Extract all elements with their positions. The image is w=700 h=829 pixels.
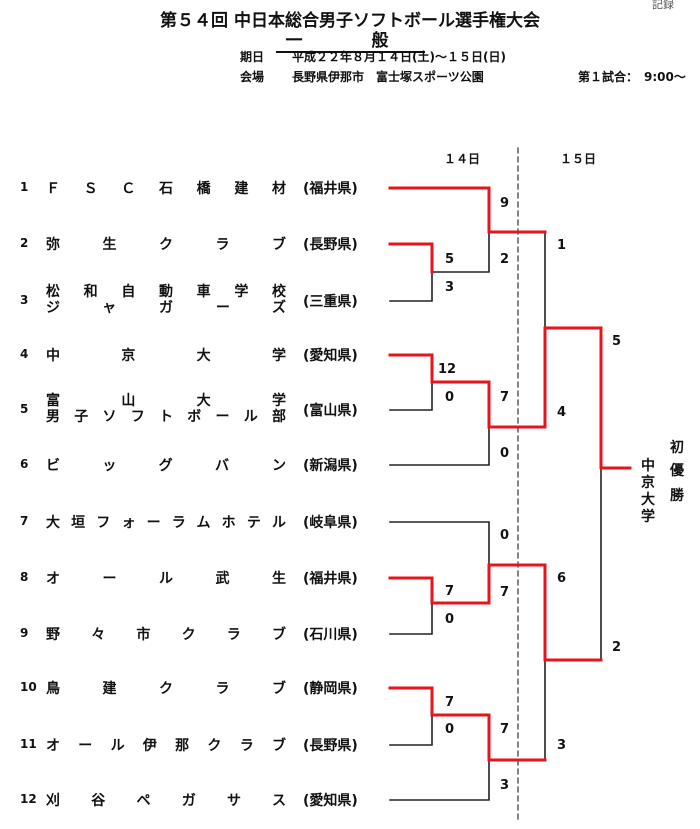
line-sf2-bottom <box>488 659 546 761</box>
team-name-line: 富山大学 <box>46 393 286 409</box>
team-number: 8 <box>20 570 29 584</box>
team-name: 富山大学男子ソフトボール部 <box>46 393 286 425</box>
score-r2g3-bot: 7 <box>500 585 510 600</box>
team-prefecture: (長野県) <box>303 738 358 754</box>
venue-label: 会場 <box>240 70 265 84</box>
score-r1g3-top: 7 <box>445 584 455 599</box>
champion-label-3: 勝 <box>670 488 684 504</box>
score-r2g1-bot: 2 <box>500 252 510 267</box>
team-name: オール伊那クラブ <box>46 738 286 754</box>
win-line-team1 <box>388 186 547 234</box>
line-team5 <box>389 381 433 411</box>
line-team9 <box>389 602 433 635</box>
team-prefecture: (富山県) <box>303 403 358 419</box>
win-line-team8 <box>388 563 603 662</box>
team-number: 1 <box>20 180 29 194</box>
team-number: 7 <box>20 514 29 528</box>
date-value: 平成２２年８月１４日(土)～１５日(日) <box>292 50 506 64</box>
score-sf1-top: 1 <box>557 238 567 253</box>
team-number: 5 <box>20 402 29 416</box>
line-team12 <box>389 759 490 801</box>
team-name: 中京大学 <box>46 348 286 364</box>
team-number: 3 <box>20 293 29 307</box>
team-number: 9 <box>20 626 29 640</box>
day2-header: １５日 <box>560 152 597 166</box>
line-team11 <box>389 714 433 746</box>
team-name-line: ジャガーズ <box>46 300 286 316</box>
team-number: 2 <box>20 236 29 250</box>
team-prefecture: (愛知県) <box>303 348 358 364</box>
win-line-team4 <box>388 326 632 470</box>
team-prefecture: (静岡県) <box>303 681 358 697</box>
score-r2g2-top: 7 <box>500 390 510 405</box>
score-r1g2-bot: 0 <box>445 390 455 405</box>
team-number: 12 <box>20 792 37 806</box>
win-line-team10 <box>388 686 547 762</box>
score-r1g1-bot: 3 <box>445 280 455 295</box>
score-final-top: 5 <box>612 334 622 349</box>
team-name: 大垣フォーラムホテル <box>46 515 286 531</box>
score-r1g4-bot: 0 <box>445 722 455 737</box>
score-r1g3-bot: 0 <box>445 612 455 627</box>
team-prefecture: (三重県) <box>303 294 358 310</box>
score-sf2-bot: 3 <box>557 738 567 753</box>
team-name-line: 男子ソフトボール部 <box>46 409 286 425</box>
win-line-team2 <box>388 242 434 274</box>
line-r1g1-loser <box>431 231 490 273</box>
score-r2g2-bot: 0 <box>500 446 510 461</box>
team-prefecture: (長野県) <box>303 237 358 253</box>
corner-note: 記録 <box>652 0 674 11</box>
team-prefecture: (愛知県) <box>303 793 358 809</box>
score-final-bot: 2 <box>612 640 622 655</box>
team-number: 11 <box>20 737 37 751</box>
champion-label-1: 初 <box>670 440 684 456</box>
team-name-line: 松和自動車学校 <box>46 284 286 300</box>
team-name: 鳥建クラブ <box>46 681 286 697</box>
team-name: 野々市クラブ <box>46 627 286 643</box>
page-title: 第５４回 中日本総合男子ソフトボール選手権大会 <box>160 11 540 31</box>
team-number: 4 <box>20 347 29 361</box>
category-label: 一 般 <box>275 26 425 53</box>
champion-team: 中京大学 <box>641 458 655 525</box>
team-prefecture: (新潟県) <box>303 458 358 474</box>
score-r2g3-top: 0 <box>500 528 510 543</box>
line-team7 <box>389 521 490 566</box>
date-label: 期日 <box>240 50 265 64</box>
team-number: 6 <box>20 457 29 471</box>
team-name: 刈谷ペガサス <box>46 793 286 809</box>
venue-value: 長野県伊那市 富士塚スポーツ公園 <box>292 70 484 84</box>
score-r1g4-top: 7 <box>445 695 455 710</box>
team-prefecture: (石川県) <box>303 627 358 643</box>
score-r2g1-top: 9 <box>500 196 510 211</box>
score-r2g4-top: 7 <box>500 722 510 737</box>
first-game-time: 第１試合： 9:00～ <box>578 70 686 84</box>
team-name: 弥生クラブ <box>46 237 286 253</box>
line-team3 <box>389 271 433 302</box>
team-name: ビッグバン <box>46 458 286 474</box>
team-name: オール武生 <box>46 571 286 587</box>
score-r1g1-top: 5 <box>445 252 455 267</box>
score-sf1-bot: 4 <box>557 405 567 420</box>
team-number: 10 <box>20 680 37 694</box>
team-prefecture: (福井県) <box>303 571 358 587</box>
champion-label-2: 優 <box>670 463 684 479</box>
team-prefecture: (岐阜県) <box>303 515 358 531</box>
line-team6 <box>389 426 490 466</box>
score-r1g2-top: 12 <box>438 362 457 377</box>
score-r2g4-bot: 3 <box>500 778 510 793</box>
category-heading: 一 般 <box>0 26 700 53</box>
day1-header: １４日 <box>444 152 481 166</box>
team-name: ＦＳＣ石橋建材 <box>46 181 286 197</box>
team-prefecture: (福井県) <box>303 181 358 197</box>
score-sf2-top: 6 <box>557 571 567 586</box>
team-name: 松和自動車学校ジャガーズ <box>46 284 286 316</box>
